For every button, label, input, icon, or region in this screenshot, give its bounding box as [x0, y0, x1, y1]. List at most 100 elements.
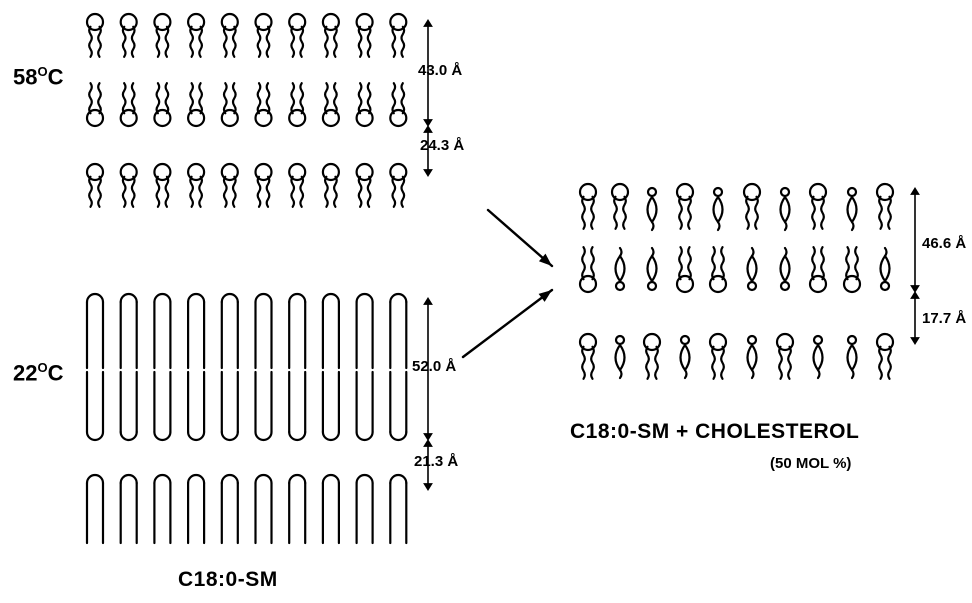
lipid-molecule — [187, 82, 206, 128]
cholesterol-ring — [779, 254, 791, 283]
lipid-molecule — [808, 246, 828, 294]
cholesterol-head — [679, 334, 691, 346]
lipid-head — [842, 274, 862, 294]
lipid-head — [775, 332, 795, 352]
lipid-head — [85, 12, 105, 32]
lipid-tail — [299, 175, 305, 208]
lipid-head — [288, 12, 307, 32]
lipid-head — [153, 430, 172, 442]
temp-label-22: 22OC — [13, 360, 64, 386]
arrow-head — [423, 19, 433, 27]
cholesterol-ring — [746, 254, 758, 283]
lipid-tail — [581, 195, 586, 230]
lipid-molecule — [610, 182, 630, 230]
lipid-molecule — [389, 162, 408, 208]
lipid-head — [708, 332, 728, 352]
cholesterol-head — [779, 186, 791, 198]
lipid-tail — [231, 25, 237, 58]
cholesterol-tail — [783, 220, 788, 232]
lipid-head — [153, 12, 172, 32]
lipid-head — [610, 182, 630, 202]
arrow-head — [423, 483, 433, 491]
cholesterol-molecule — [679, 334, 691, 380]
lipid-head — [153, 162, 172, 182]
lipid-molecule — [708, 246, 728, 294]
arrow-head — [423, 439, 433, 447]
lipid-head — [254, 162, 273, 182]
lipid-tail — [164, 25, 170, 58]
lipid-molecule — [875, 182, 895, 230]
lipid-molecule — [85, 12, 105, 58]
cholesterol-tail — [650, 220, 655, 232]
lipid-head — [254, 12, 273, 32]
lipid-tail — [720, 246, 725, 281]
cholesterol-tail — [883, 246, 888, 258]
lipid-tail — [333, 175, 338, 208]
cholesterol-molecule — [779, 246, 791, 292]
lipid-tail — [754, 195, 759, 230]
lipid-tail — [711, 246, 716, 281]
cholesterol-ring — [614, 343, 626, 372]
lipid-molecule — [85, 162, 105, 208]
lipid-tail — [88, 25, 93, 58]
cholesterol-molecule — [614, 246, 626, 292]
lipid-molecule — [85, 292, 105, 370]
lipid-tail — [720, 345, 725, 380]
lipid-head — [675, 274, 695, 294]
lipid-molecule — [119, 292, 138, 370]
bilayer-thickness-58: 43.0 Å — [418, 62, 463, 79]
cholesterol-head — [846, 334, 858, 346]
lipid-molecule — [153, 292, 172, 370]
lipid-tail — [155, 25, 161, 58]
lipid-head — [321, 108, 340, 128]
cholesterol-molecule — [846, 186, 858, 232]
lipid-head — [187, 108, 206, 128]
lipid-head — [389, 473, 408, 485]
lipid-tail — [231, 175, 237, 208]
cholesterol-tail — [816, 368, 821, 380]
arrow-head — [538, 290, 552, 302]
lipid-tail — [366, 82, 372, 115]
lipid-molecule — [187, 370, 206, 442]
lipid-molecule — [708, 332, 728, 380]
cholesterol-ring — [846, 195, 858, 224]
lipid-head — [187, 162, 206, 182]
water-layer-22: 21.3 Å — [414, 453, 459, 470]
lipid-head — [675, 182, 695, 202]
lipid-tail — [613, 195, 618, 230]
arrow-head — [910, 337, 920, 345]
lipid-molecule — [288, 162, 307, 208]
lipid-molecule — [288, 292, 307, 370]
arrow-head — [910, 291, 920, 299]
lipid-tail — [189, 175, 194, 208]
lipid-molecule — [389, 292, 408, 370]
lipid-tail — [97, 175, 102, 208]
phase-transition-arrow — [486, 208, 554, 268]
lipid-head — [355, 292, 374, 304]
lipid-molecule — [389, 370, 408, 442]
lipid-head — [808, 274, 828, 294]
lipid-molecule — [642, 332, 662, 380]
lipid-tail — [820, 246, 825, 281]
lipid-head — [321, 430, 340, 442]
lipid-tail — [811, 246, 816, 281]
lipid-tail — [189, 25, 194, 58]
cholesterol-ring — [879, 254, 891, 283]
cholesterol-head — [879, 280, 891, 292]
lipid-tail — [290, 82, 296, 115]
lipid-molecule — [254, 370, 273, 442]
lipid-head — [153, 473, 172, 485]
cholesterol-ring — [746, 343, 758, 372]
left-caption: C18:0-SM — [178, 568, 278, 591]
arrow-head — [423, 169, 433, 177]
arrow-head — [423, 125, 433, 133]
lipid-head — [288, 473, 307, 485]
lipid-tail — [222, 82, 228, 115]
lipid-head — [389, 12, 408, 32]
cholesterol-head — [846, 186, 858, 198]
lipid-head — [321, 473, 340, 485]
lipid-head — [220, 473, 239, 485]
lipid-tail — [88, 175, 93, 208]
lipid-head — [389, 162, 408, 182]
lipid-molecule — [321, 82, 340, 128]
